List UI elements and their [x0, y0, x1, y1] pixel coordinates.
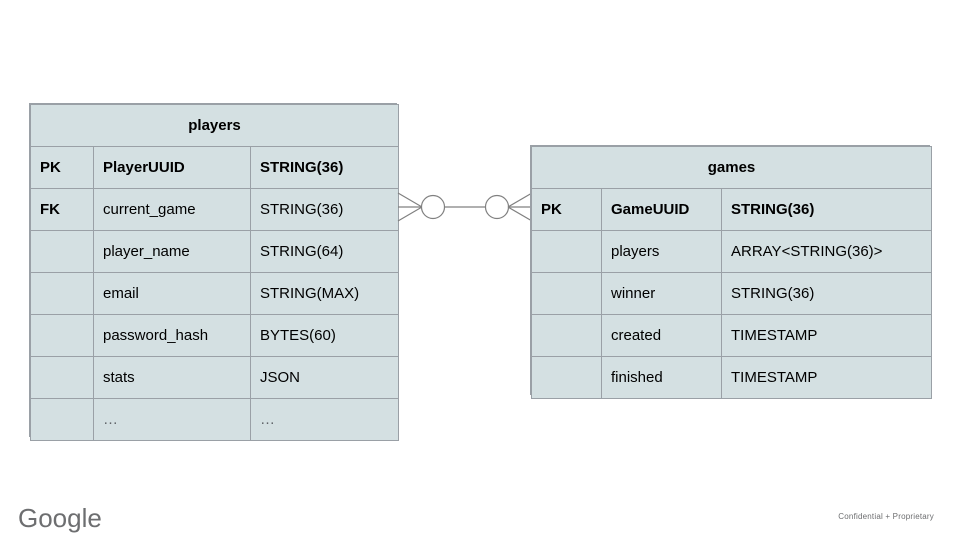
- crows-foot-right-icon: [507, 192, 533, 222]
- relationship-connector[interactable]: [390, 178, 540, 238]
- row-key-badge: FK: [30, 188, 94, 231]
- row-field-type: ARRAY<STRING(36)>: [720, 230, 933, 273]
- row-key-badge: [30, 314, 94, 357]
- row-field-name: …: [93, 398, 251, 441]
- row-key-badge: [30, 230, 94, 273]
- row-field-name: created: [601, 314, 722, 357]
- row-field-name: PlayerUUID: [93, 146, 251, 189]
- entity-players[interactable]: players PK PlayerUUID STRING(36) FK curr…: [29, 103, 400, 441]
- zero-cardinality-right-icon: [484, 194, 510, 220]
- google-logo: Google: [18, 503, 102, 533]
- row-field-type: STRING(MAX): [249, 272, 400, 315]
- entity-games-title-row: games: [530, 146, 933, 189]
- table-row[interactable]: finished TIMESTAMP: [531, 356, 933, 399]
- table-row[interactable]: players ARRAY<STRING(36)>: [531, 230, 933, 273]
- row-field-type: JSON: [249, 356, 400, 399]
- row-key-badge: PK: [30, 146, 94, 189]
- table-row[interactable]: winner STRING(36): [531, 272, 933, 315]
- table-row[interactable]: email STRING(MAX): [30, 272, 400, 315]
- row-field-name: player_name: [93, 230, 251, 273]
- row-key-badge: [531, 314, 602, 357]
- row-field-type: TIMESTAMP: [720, 356, 933, 399]
- row-field-name: players: [601, 230, 722, 273]
- row-field-name: password_hash: [93, 314, 251, 357]
- entity-players-table: players PK PlayerUUID STRING(36) FK curr…: [29, 104, 400, 441]
- row-key-badge: [30, 356, 94, 399]
- row-field-name: winner: [601, 272, 722, 315]
- row-field-type: STRING(36): [720, 272, 933, 315]
- entity-players-title-row: players: [29, 104, 400, 147]
- confidentiality-note: Confidential + Proprietary: [838, 512, 934, 521]
- row-key-badge: [531, 356, 602, 399]
- row-field-name: finished: [601, 356, 722, 399]
- table-row[interactable]: … …: [30, 398, 400, 441]
- entity-games-table: games PK GameUUID STRING(36) players ARR…: [530, 146, 933, 399]
- row-field-type: STRING(36): [249, 146, 400, 189]
- table-row[interactable]: player_name STRING(64): [30, 230, 400, 273]
- entity-games[interactable]: games PK GameUUID STRING(36) players ARR…: [530, 145, 933, 399]
- row-field-type: STRING(36): [249, 188, 400, 231]
- row-key-badge: [30, 272, 94, 315]
- table-row[interactable]: FK current_game STRING(36): [30, 188, 400, 231]
- row-key-badge: [30, 398, 94, 441]
- row-key-badge: [531, 272, 602, 315]
- entity-players-title: players: [29, 104, 400, 147]
- row-field-type: STRING(36): [720, 188, 933, 231]
- row-field-name: current_game: [93, 188, 251, 231]
- entity-games-title: games: [530, 146, 933, 189]
- row-field-name: GameUUID: [601, 188, 722, 231]
- table-row[interactable]: password_hash BYTES(60): [30, 314, 400, 357]
- table-row[interactable]: created TIMESTAMP: [531, 314, 933, 357]
- row-field-type: …: [249, 398, 400, 441]
- crows-foot-left-icon: [397, 192, 423, 222]
- row-field-type: TIMESTAMP: [720, 314, 933, 357]
- row-field-name: email: [93, 272, 251, 315]
- table-row[interactable]: PK GameUUID STRING(36): [531, 188, 933, 231]
- table-row[interactable]: PK PlayerUUID STRING(36): [30, 146, 400, 189]
- row-field-type: STRING(64): [249, 230, 400, 273]
- table-row[interactable]: stats JSON: [30, 356, 400, 399]
- zero-cardinality-left-icon: [420, 194, 446, 220]
- row-key-badge: PK: [531, 188, 602, 231]
- row-field-type: BYTES(60): [249, 314, 400, 357]
- row-field-name: stats: [93, 356, 251, 399]
- row-key-badge: [531, 230, 602, 273]
